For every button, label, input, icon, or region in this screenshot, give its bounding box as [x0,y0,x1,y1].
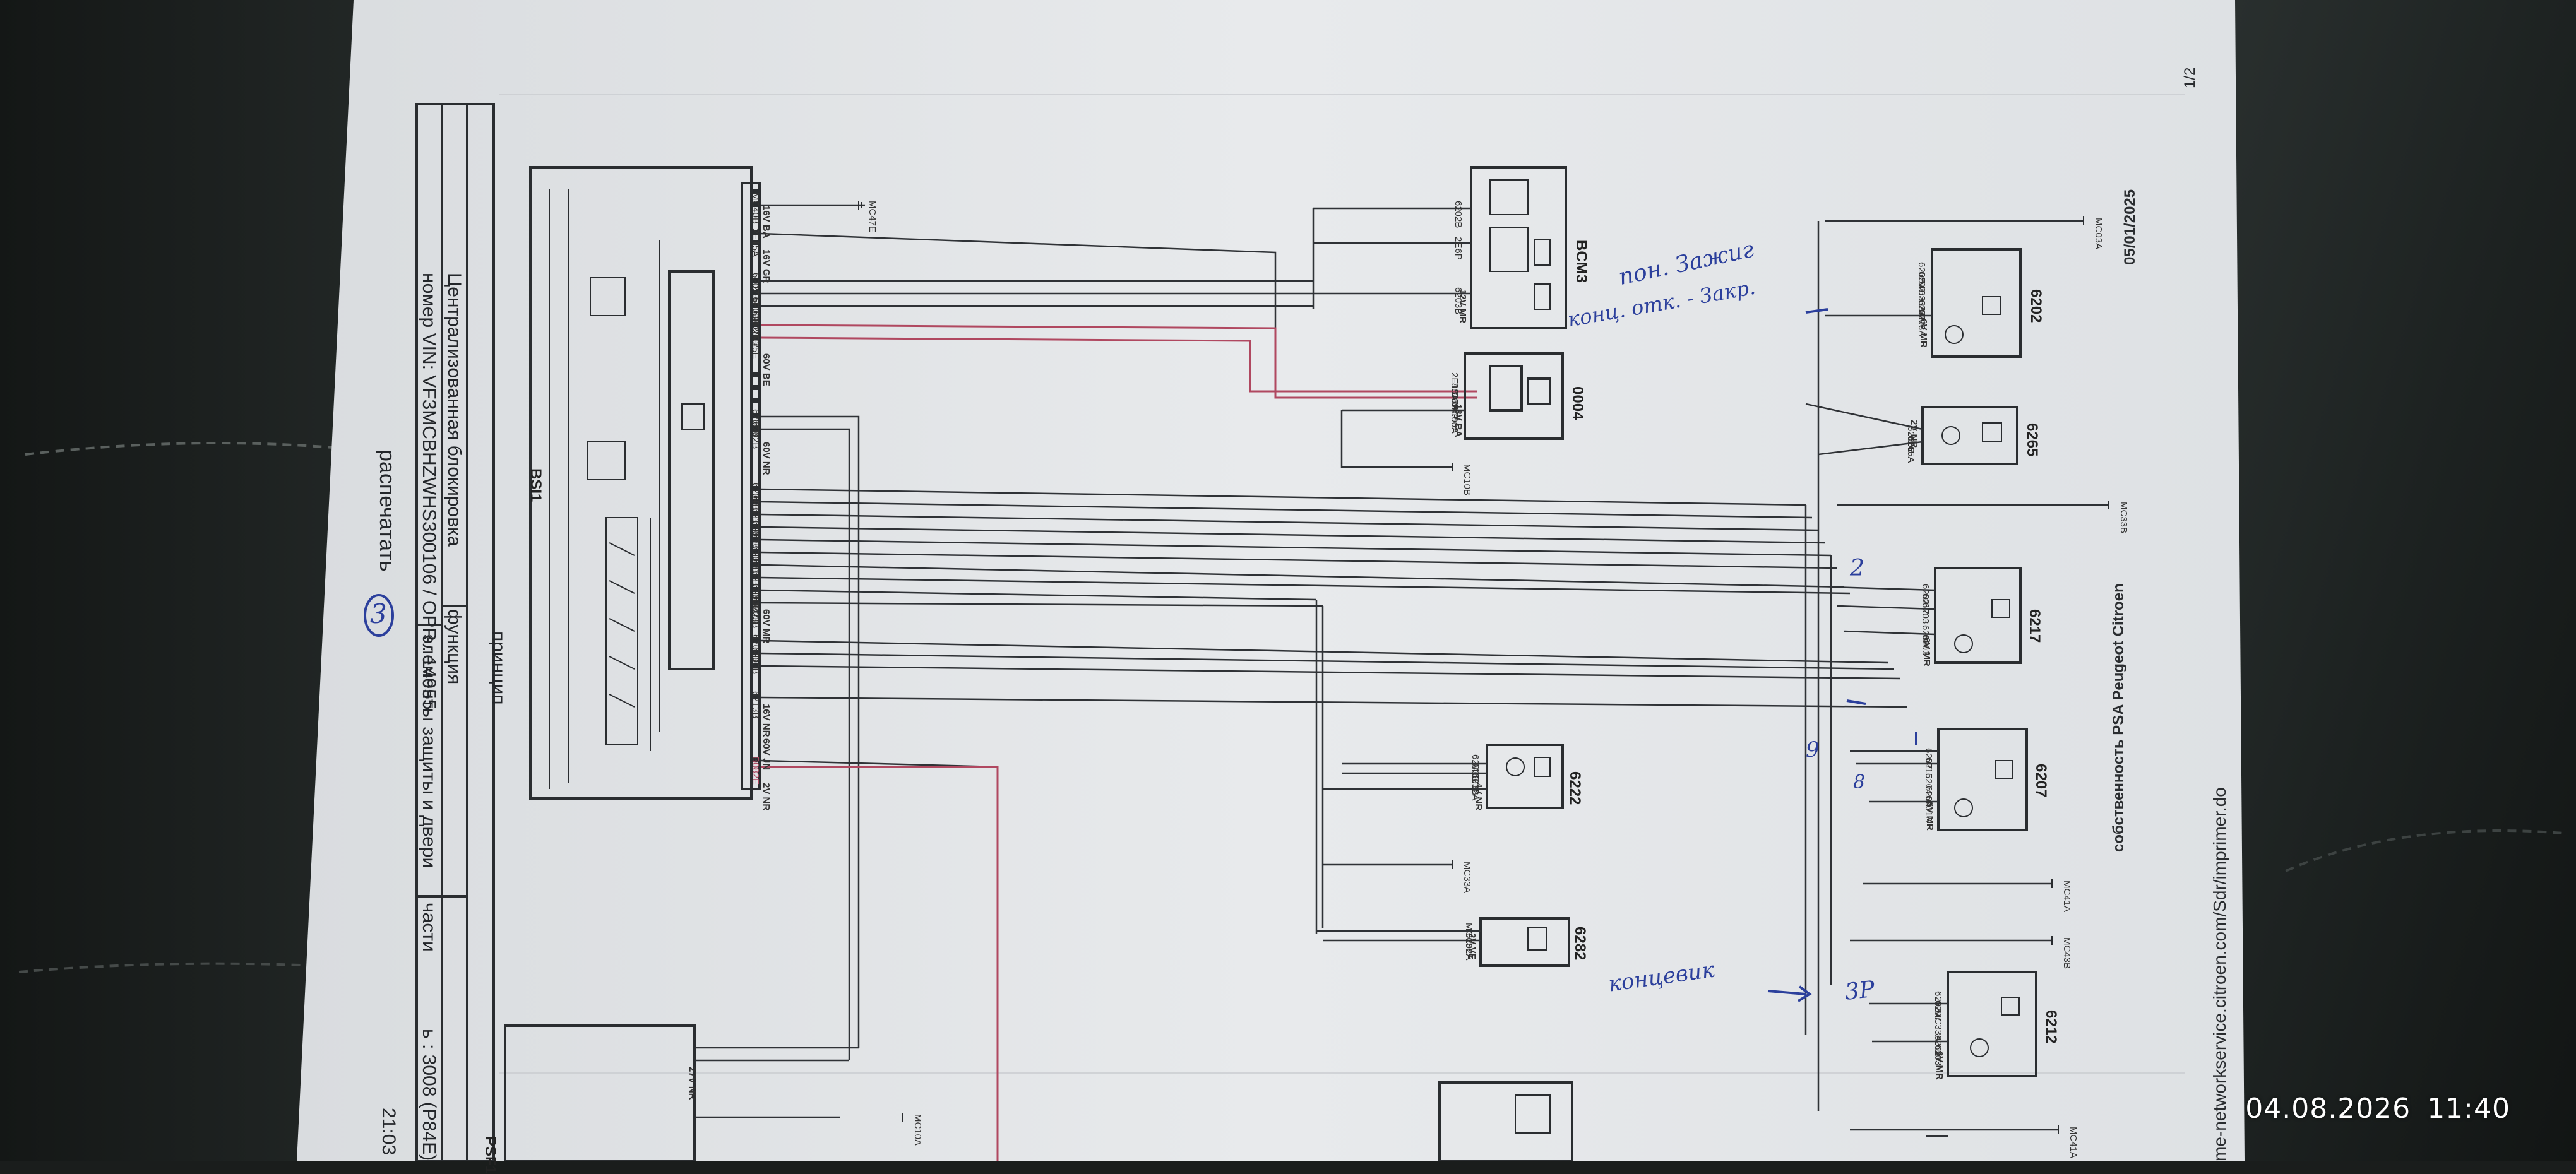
c6265-block [1921,406,2018,465]
wire-label: 6213B [750,691,761,719]
c6282-block [1479,917,1570,967]
c6212-block [1947,971,2037,1077]
ground-label: MC43B [2061,937,2072,969]
wire-label: 6203 [1920,634,1931,656]
wire-label: 6202B [1453,201,1464,228]
c-bottom-block [1438,1081,1573,1161]
wire-label: 6203 [1920,603,1931,624]
ground-label: MC47E [867,201,878,233]
seat-right [2210,0,2576,1161]
ground-label: MC33B [2118,502,2129,534]
handwritten-note-mid: 2 [1850,555,1864,581]
component-label-6222: 6222 [1566,771,1583,805]
wire-label: 2E15A [750,228,761,258]
wire-label: MC00A [1449,402,1460,434]
wire-label: 6201A [1923,795,1934,823]
handwritten-note-6207: 9 [1806,737,1820,762]
handwritten-circled-number: 3 [370,598,387,629]
component-label-6217: 6217 [2026,609,2043,643]
paper-sheet [297,0,2245,1161]
footer-ownership: собственность PSA Peugeot Citroen [2110,583,2127,852]
connector-bsi-60v-jn: 60V JN [761,738,772,771]
component-label-psf1: PSF1 [482,1136,499,1174]
connector-bsi-16v-nr: 16V NR [761,704,772,737]
c6207-block [1937,728,2028,831]
bsi1-block [529,166,761,800]
photo-timestamp-date: 04.08.2026 [2245,1093,2411,1125]
component-label-6265: 6265 [2024,423,2041,457]
header-function-label: функция [444,609,465,685]
print-link[interactable]: распечатать [375,449,399,572]
wire-label: MC40B [750,193,761,225]
wire-label: 6203A [1916,309,1927,337]
connector-bsi-16v-ba: 16V BA [761,205,772,239]
component-label-6212: 6212 [2042,1010,2060,1044]
ground-label: MC41A [2068,1127,2078,1159]
photo-timestamp: 04.08.2026 11:40 [2245,1093,2527,1125]
wire-label: 6203B [1453,287,1464,315]
wire-label: B082E [750,756,761,785]
component-label-bsi1: BSI1 [527,468,544,502]
photo-timestamp-time: 11:40 [2427,1093,2510,1125]
ground-label: MC33A [1462,862,1472,894]
footer-url[interactable]: me-networkservice.citroen.com/Sdr/imprim… [2210,787,2229,1161]
handwritten-note-6207b: 8 [1853,771,1866,793]
component-label-bcm3: BCM3 [1573,240,1590,283]
header-function-value: Централизованная блокировка [444,273,465,547]
footer-date: 05/01/2025 [2121,189,2138,265]
wire-label: 6265A [1905,436,1916,463]
header-time-fragment: 21:03 [378,1108,399,1156]
wire-label: 6202B [750,422,761,449]
wire-label: 2E6P [1453,237,1464,260]
connector-psf1-27v-nr: 27V NR [687,1067,698,1100]
footer-page: 1/2 [2181,67,2198,88]
ground-label: MC41A [2061,880,2072,913]
ground-label: MC10A [912,1114,923,1146]
c6202-block [1931,248,2022,358]
c6217-block [1934,567,2022,664]
connector-bsi-60v-be: 60V BE [761,353,772,386]
psf1-block [504,1024,696,1161]
component-label-6207: 6207 [2032,764,2049,798]
component-label-6282: 6282 [1571,927,1589,961]
header-category-label: части [419,903,439,952]
wire-label: 6202A [1464,933,1474,961]
ground-label: MC03A [2093,218,2104,250]
ground-label: MC10B [1462,464,1472,496]
wire-label: 6212A [1470,773,1481,801]
wire-label: 6203B [750,601,761,629]
connector-bsi-16v-gr: 16V GR [761,249,772,283]
wire-label: 6203 [1933,1045,1943,1066]
component-label-6202: 6202 [2027,289,2044,323]
wire-label: 6205 [1916,262,1927,283]
connector-bsi-60v-mr: 60V MR [761,609,772,644]
wire-label: 6203B [750,647,761,675]
header-vehicle-fragment: ь : 3008 (P84E) [419,1029,439,1161]
connector-bsi-60v-nr: 60V NR [761,442,772,475]
c0004-block [1464,352,1564,440]
c6222-block [1486,744,1564,809]
handwritten-note-bottom-b: 3Р [1844,976,1876,1005]
wire-label: 8025E [750,331,761,359]
header-category-value: элементы защиты и двери [419,634,439,869]
component-label-0004: 0004 [1569,386,1586,420]
bcm3-block [1470,166,1567,329]
connector-bsi-2v-nr: 2V NR [761,783,772,811]
seat-stitching [25,442,342,456]
header-type-value: принцип [488,631,509,705]
